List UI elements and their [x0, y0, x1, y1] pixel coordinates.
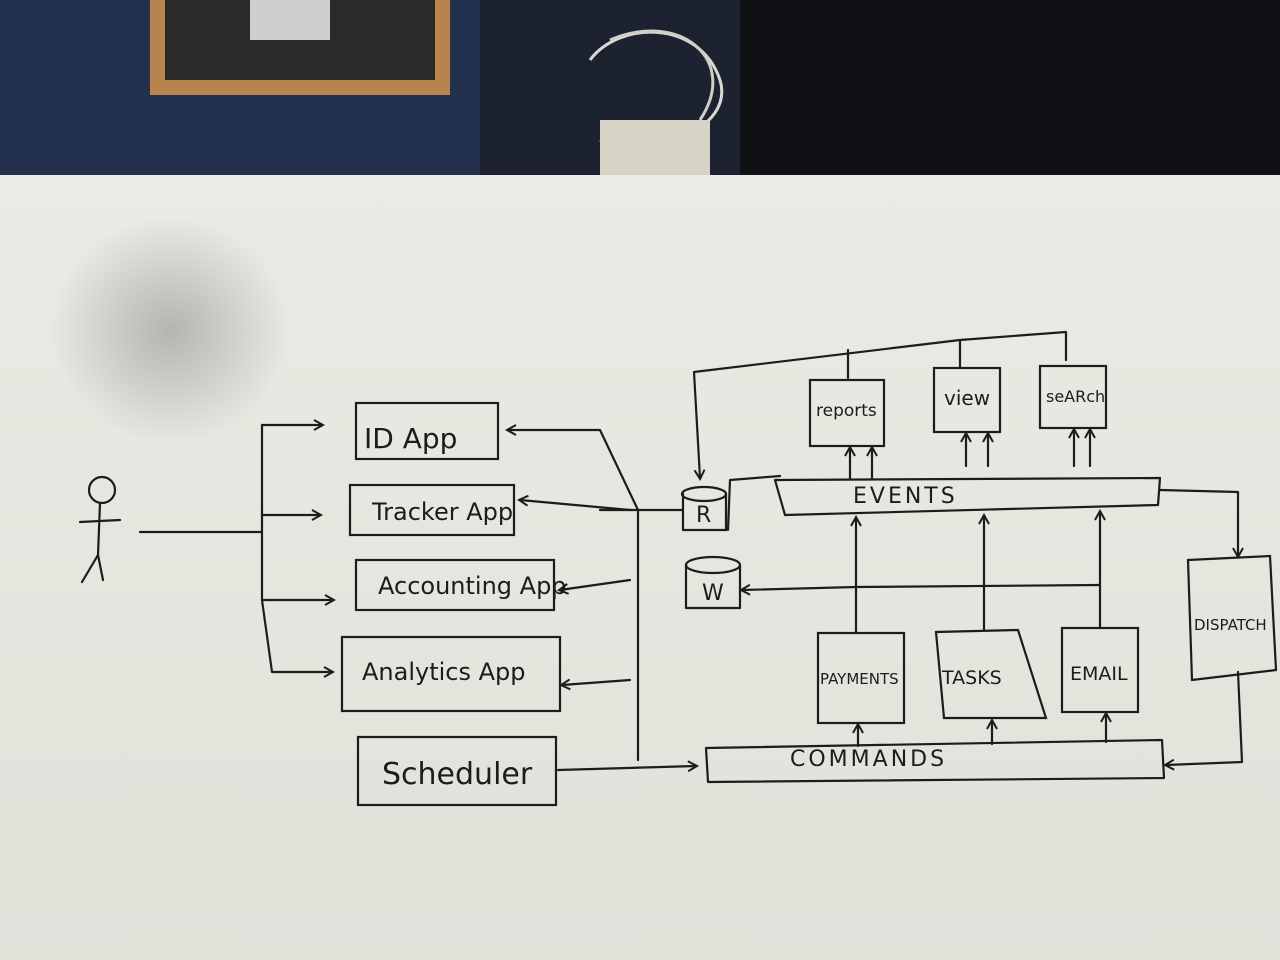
- read-to-apps-connectors: [508, 430, 696, 770]
- tracker-app-box: Tracker App: [348, 483, 516, 537]
- read-store-label: R: [696, 503, 711, 528]
- user-connectors: [138, 425, 333, 672]
- commands-bus: COMMANDS: [704, 738, 1166, 784]
- dispatch-box: DISPATCH: [1186, 554, 1278, 682]
- write-store: W: [684, 555, 742, 610]
- tasks-box: TASKS: [934, 628, 1048, 720]
- email-label: EMAIL: [1070, 663, 1128, 685]
- reports-label: reports: [816, 401, 877, 421]
- dispatch-label: DISPATCH: [1194, 616, 1267, 634]
- tasks-label: TASKS: [941, 667, 1002, 689]
- user-stick-figure: [78, 475, 122, 584]
- commands-label: COMMANDS: [790, 747, 947, 772]
- view-label: view: [944, 386, 990, 410]
- events-to-readers: [726, 430, 1238, 556]
- payments-label: PAYMENTS: [820, 670, 899, 688]
- background-scene: [0, 0, 1280, 180]
- write-store-label: W: [702, 581, 724, 606]
- scheduler-box: Scheduler: [356, 735, 558, 807]
- workers-to-events: [742, 512, 1244, 765]
- events-label: EVENTS: [853, 484, 958, 509]
- accounting-app-label: Accounting App: [378, 572, 567, 600]
- read-store: R: [680, 485, 728, 532]
- tracker-app-label: Tracker App: [371, 498, 513, 526]
- accounting-app-box: Accounting App: [354, 558, 567, 612]
- hand-shadow: [50, 215, 290, 445]
- events-bus: EVENTS: [773, 476, 1162, 517]
- scheduler-label: Scheduler: [382, 757, 533, 792]
- readers-to-read-store: [692, 330, 1068, 478]
- search-label: seARch: [1046, 387, 1105, 406]
- analytics-app-box: Analytics App: [340, 635, 562, 713]
- commands-to-workers: [858, 714, 1106, 748]
- id-app-label: ID App: [364, 422, 457, 455]
- analytics-app-label: Analytics App: [362, 658, 526, 686]
- id-app-box: ID App: [354, 401, 500, 461]
